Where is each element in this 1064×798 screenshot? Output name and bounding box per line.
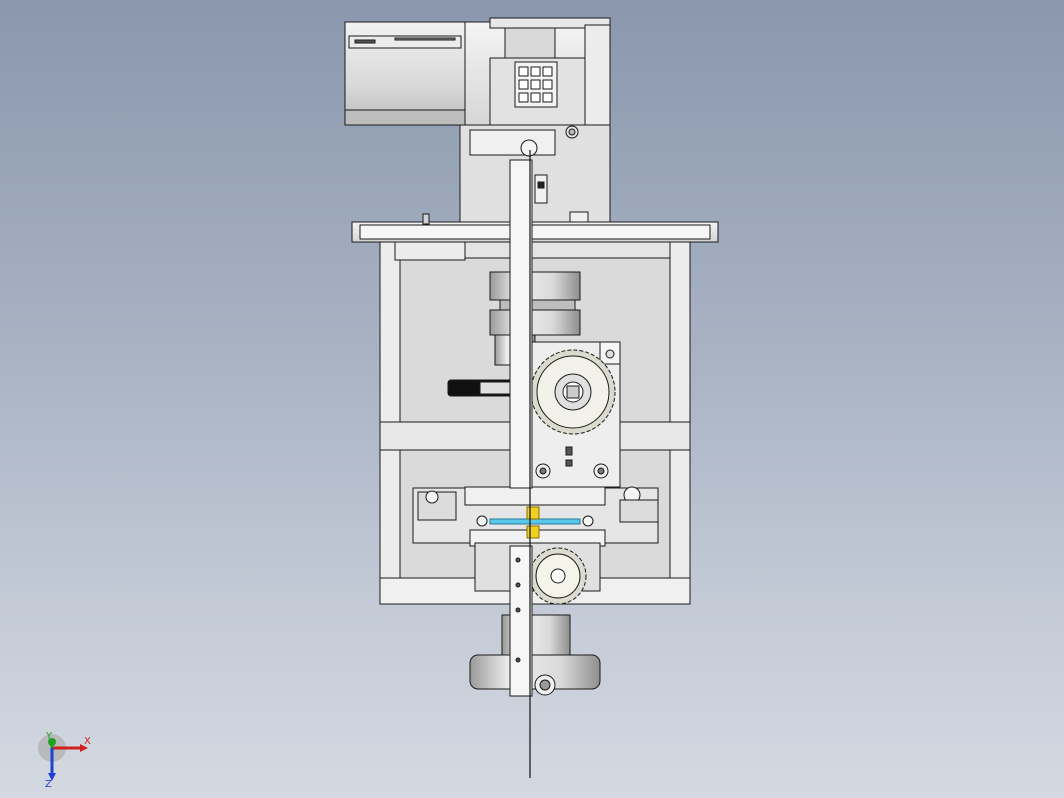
motor-mount-bracket <box>464 17 611 221</box>
vertical-guide-bar <box>509 159 533 697</box>
idler-gear <box>529 547 587 605</box>
upper-column <box>459 124 611 226</box>
connector-block <box>514 61 558 108</box>
y-axis-label: Y <box>45 731 53 742</box>
coupling-stack <box>489 271 581 366</box>
coordinate-triad: X Y Z <box>38 731 91 790</box>
servo-motor <box>344 21 466 126</box>
bottom-cylinder <box>469 614 601 696</box>
z-axis-label: Z <box>45 779 52 790</box>
x-axis-label: X <box>84 736 91 747</box>
housing-screws <box>535 446 609 479</box>
drive-gear <box>530 349 616 435</box>
